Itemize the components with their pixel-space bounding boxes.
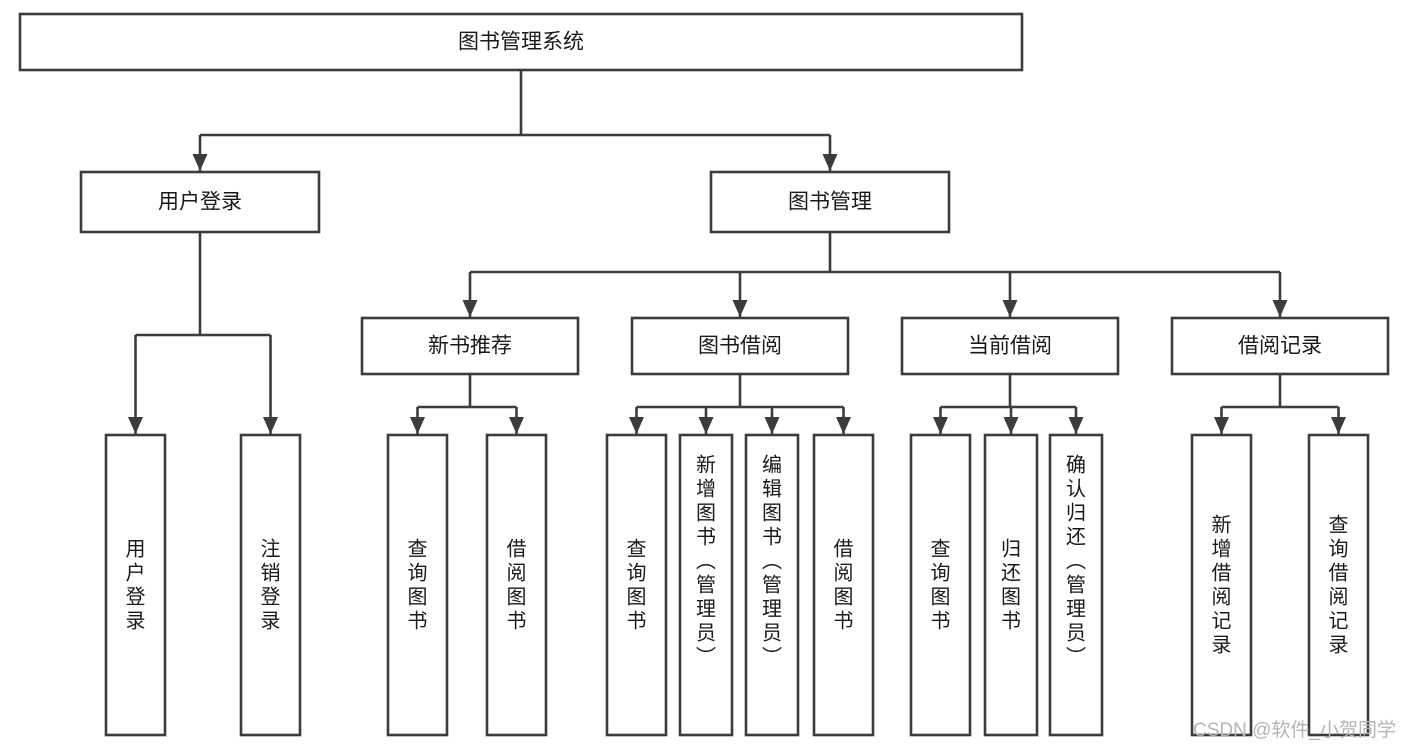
node-label-leaf-add-book-admin: 新增图书︵管理员︶ [696, 454, 716, 669]
node-leaf-return-book[interactable]: 归还图书 [983, 433, 1039, 737]
node-label-leaf-query-book-borrow: 查询图书 [627, 538, 647, 633]
node-box-leaf-logout-login [239, 433, 302, 737]
arrowhead-icon [836, 417, 851, 434]
node-box-leaf-confirm-return-admin [1048, 433, 1104, 737]
connectors-book-borrow-to-leaves [629, 374, 851, 434]
connectors-user-login-to-leaves [128, 232, 278, 434]
node-layer: 图书管理系统用户登录图书管理新书推荐图书借阅当前借阅借阅记录用户登录注销登录查询… [18, 12, 1390, 737]
node-leaf-query-borrow-record[interactable]: 查询借阅记录 [1307, 433, 1370, 737]
node-leaf-user-login[interactable]: 用户登录 [104, 433, 167, 737]
connectors-borrow-record-to-leaves [1214, 374, 1346, 434]
node-label-borrow-record: 借阅记录 [1238, 335, 1322, 358]
connectors-new-book-recommend-to-leaves [410, 374, 524, 434]
arrowhead-icon [698, 417, 714, 434]
node-root[interactable]: 图书管理系统 [18, 12, 1024, 72]
arrowhead-icon [1331, 417, 1346, 434]
node-box-leaf-query-book-current [909, 433, 972, 737]
node-label-leaf-query-book-recommend: 查询图书 [408, 538, 428, 633]
node-leaf-query-book-current[interactable]: 查询图书 [909, 433, 972, 737]
arrowhead-icon [732, 300, 748, 317]
node-box-leaf-borrow-book-recommend [485, 433, 548, 737]
node-box-book-borrow [630, 316, 850, 376]
node-leaf-logout-login[interactable]: 注销登录 [239, 433, 302, 737]
node-label-user-login: 用户登录 [158, 191, 242, 214]
arrowhead-icon [933, 417, 948, 434]
node-label-current-borrow: 当前借阅 [968, 335, 1052, 358]
node-book-borrow[interactable]: 图书借阅 [630, 316, 850, 376]
node-leaf-confirm-return-admin[interactable]: 确认归还︵管理员︶ [1048, 433, 1104, 737]
arrowhead-icon [1068, 417, 1084, 434]
node-box-current-borrow [900, 316, 1120, 376]
node-box-leaf-return-book [983, 433, 1039, 737]
node-box-borrow-record [1170, 316, 1390, 376]
node-leaf-add-book-admin[interactable]: 新增图书︵管理员︶ [678, 433, 734, 737]
node-label-leaf-borrow-book: 借阅图书 [834, 538, 854, 633]
arrowhead-icon [1002, 300, 1018, 317]
node-book-management[interactable]: 图书管理 [709, 170, 951, 234]
node-label-book-borrow: 图书借阅 [698, 335, 782, 358]
arrowhead-icon [764, 417, 780, 434]
node-label-leaf-logout-login: 注销登录 [261, 538, 281, 633]
node-label-leaf-add-borrow-record: 新增借阅记录 [1212, 514, 1232, 657]
arrowhead-icon [1272, 300, 1288, 317]
arrowhead-icon [128, 417, 143, 434]
node-label-leaf-return-book: 归还图书 [1001, 538, 1021, 633]
arrowhead-icon [263, 417, 278, 434]
connectors-management-to-level3 [462, 232, 1288, 317]
connectors-root-to-level2 [192, 70, 838, 171]
arrowhead-icon [410, 417, 425, 434]
node-leaf-query-book-recommend[interactable]: 查询图书 [386, 433, 449, 737]
arrowhead-icon [822, 154, 838, 171]
node-label-leaf-user-login: 用户登录 [126, 539, 146, 633]
node-new-book-recommend[interactable]: 新书推荐 [360, 316, 580, 376]
node-box-leaf-edit-book-admin [744, 433, 800, 737]
node-box-book-management [709, 170, 951, 234]
arrowhead-icon [462, 300, 478, 317]
node-leaf-edit-book-admin[interactable]: 编辑图书︵管理员︶ [744, 433, 800, 737]
node-box-leaf-query-book-recommend [386, 433, 449, 737]
node-label-root: 图书管理系统 [458, 31, 584, 54]
node-leaf-borrow-book[interactable]: 借阅图书 [812, 433, 875, 737]
node-box-leaf-add-book-admin [678, 433, 734, 737]
arrowhead-icon [192, 154, 208, 171]
node-borrow-record[interactable]: 借阅记录 [1170, 316, 1390, 376]
node-label-new-book-recommend: 新书推荐 [428, 335, 512, 358]
node-box-root [18, 12, 1024, 72]
node-box-new-book-recommend [360, 316, 580, 376]
node-label-leaf-edit-book-admin: 编辑图书︵管理员︶ [762, 454, 782, 669]
node-user-login[interactable]: 用户登录 [79, 170, 321, 234]
node-box-user-login [79, 170, 321, 234]
arrowhead-icon [1003, 417, 1019, 434]
node-label-leaf-confirm-return-admin: 确认归还︵管理员︶ [1066, 454, 1086, 669]
node-box-leaf-query-borrow-record [1307, 433, 1370, 737]
connector-layer [128, 70, 1346, 434]
node-leaf-query-book-borrow[interactable]: 查询图书 [605, 433, 668, 737]
node-box-leaf-borrow-book [812, 433, 875, 737]
node-label-leaf-borrow-book-recommend: 借阅图书 [507, 538, 527, 633]
node-box-leaf-user-login [104, 433, 167, 737]
node-box-leaf-query-book-borrow [605, 433, 668, 737]
node-box-leaf-add-borrow-record [1190, 433, 1253, 737]
node-current-borrow[interactable]: 当前借阅 [900, 316, 1120, 376]
node-label-leaf-query-borrow-record: 查询借阅记录 [1329, 514, 1349, 657]
connectors-current-borrow-to-leaves [933, 374, 1084, 434]
node-leaf-borrow-book-recommend[interactable]: 借阅图书 [485, 433, 548, 737]
arrowhead-icon [509, 417, 524, 434]
csdn-watermark: CSDN @软件_小贺同学 [1193, 719, 1396, 741]
node-label-book-management: 图书管理 [788, 191, 872, 214]
node-leaf-add-borrow-record[interactable]: 新增借阅记录 [1190, 433, 1253, 737]
arrowhead-icon [629, 417, 644, 434]
arrowhead-icon [1214, 417, 1229, 434]
node-label-leaf-query-book-current: 查询图书 [931, 538, 951, 633]
